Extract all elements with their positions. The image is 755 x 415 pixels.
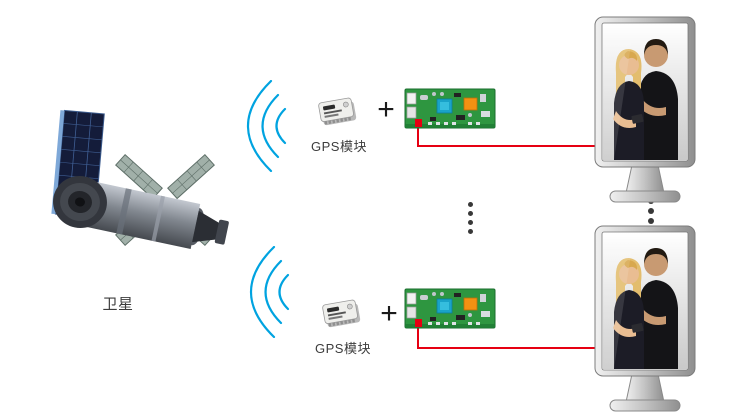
plus-icon-bottom: + xyxy=(380,297,398,330)
wave-arc xyxy=(261,93,280,159)
led-control-card-icon-top xyxy=(404,88,496,129)
wave-arc xyxy=(247,80,273,172)
kiosk-stand xyxy=(625,373,665,403)
gps-module-label-bottom: GPS模块 xyxy=(315,341,371,356)
dot xyxy=(468,202,473,207)
screen-photo xyxy=(603,24,687,160)
kiosk-base xyxy=(609,399,681,412)
power-connector xyxy=(415,319,422,327)
satellite-label: 卫星 xyxy=(102,296,134,313)
wireless-signal-icon-bottom xyxy=(250,246,290,338)
screen-photo xyxy=(603,233,687,369)
wave-arc xyxy=(275,107,287,145)
dot xyxy=(648,208,654,214)
wave-arc xyxy=(278,273,290,311)
led-control-card-icon-bottom xyxy=(404,288,496,329)
dot xyxy=(468,211,473,216)
wave-arc xyxy=(250,246,276,338)
gps-module-icon-top xyxy=(318,97,357,126)
dot xyxy=(468,220,473,225)
satellite-body xyxy=(53,175,229,250)
gps-module-icon-bottom xyxy=(322,299,361,328)
dot xyxy=(648,218,654,224)
plus-icon-top: + xyxy=(377,93,395,126)
cable-bottom xyxy=(417,325,598,349)
kiosk-stand xyxy=(625,164,665,194)
power-connector xyxy=(415,119,422,127)
kiosk-base xyxy=(609,190,681,203)
satellite-illustration xyxy=(26,102,234,294)
gps-module-label-top: GPS模块 xyxy=(311,139,367,154)
led-display-kiosk-bottom xyxy=(594,225,696,412)
led-display-kiosk-top xyxy=(594,16,696,203)
wireless-signal-icon-top xyxy=(247,80,287,172)
ellipsis-dots-middle xyxy=(468,202,473,234)
cable-top xyxy=(417,126,598,147)
wave-arc xyxy=(264,259,283,325)
dot xyxy=(468,229,473,234)
